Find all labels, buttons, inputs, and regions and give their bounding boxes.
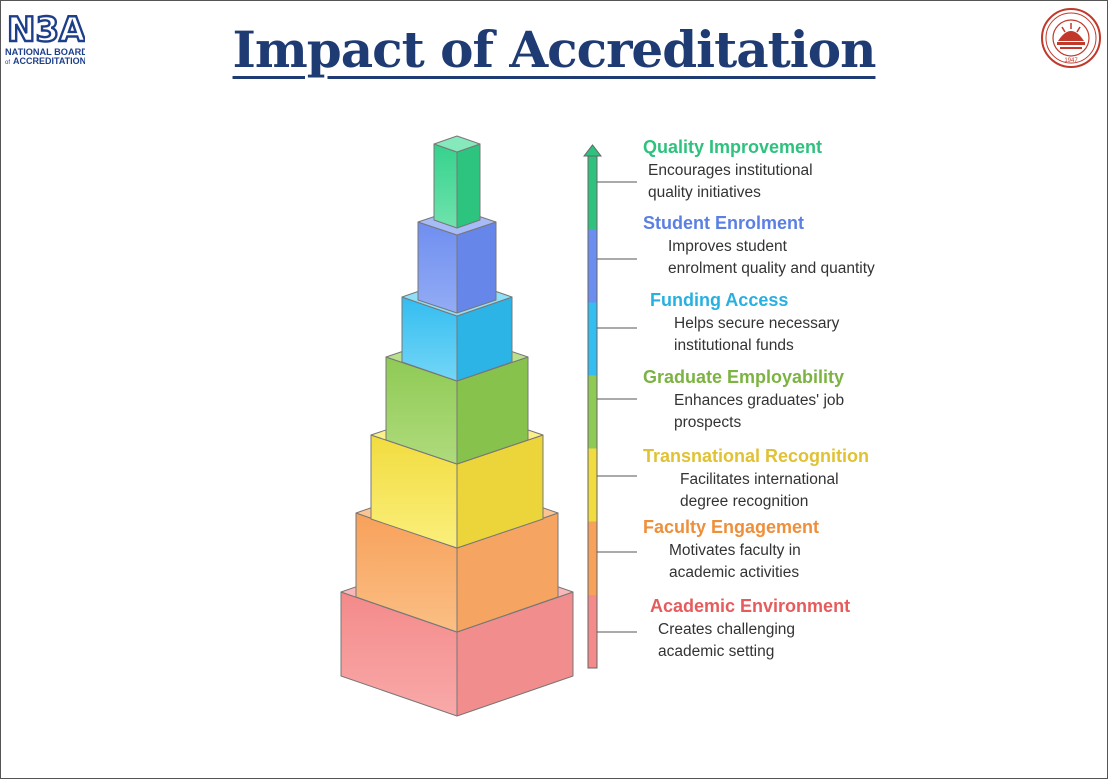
institution-seal-logo: 1947 (1041, 8, 1101, 68)
level-description-line-2: prospects (674, 414, 742, 431)
level-title: Graduate Employability (643, 367, 845, 387)
level-description: Creates challenging academic setting (650, 619, 850, 663)
level-description-line-2: degree recognition (680, 493, 809, 510)
nba-logo-line1: NATIONAL BOARD (5, 47, 85, 57)
level-title: Faculty Engagement (643, 517, 820, 537)
level-description-line-1: Helps secure necessary (674, 315, 840, 332)
level-item-graduate-employability: Graduate Employability Enhances graduate… (643, 367, 844, 434)
level-title: Student Enrolment (643, 213, 804, 233)
level-description: Helps secure necessary institutional fun… (650, 313, 839, 357)
connector-lines (597, 181, 637, 633)
level-description: Improves student enrolment quality and q… (643, 236, 875, 280)
seal-year: 1947 (1064, 58, 1078, 64)
level-item-funding-access: Funding Access Helps secure necessary in… (650, 290, 839, 357)
nba-logo: N3A NATIONAL BOARD of ACCREDITATION (3, 5, 85, 67)
level-description: Enhances graduates' job prospects (643, 390, 844, 434)
level-description-line-2: academic setting (658, 643, 775, 660)
level-item-student-enrolment: Student Enrolment Improves student enrol… (643, 213, 875, 280)
level-title: Transnational Recognition (643, 446, 870, 466)
level-description-line-1: Enhances graduates' job (674, 392, 845, 409)
level-description: Motivates faculty in academic activities (643, 540, 819, 584)
level-description-line-2: institutional funds (674, 337, 794, 354)
arrow-up-icon (582, 144, 603, 157)
level-title: Academic Environment (650, 596, 851, 616)
nba-logo-of: of (5, 60, 10, 66)
slide-title: Impact of Accreditation (0, 20, 1108, 79)
level-description: Facilitates international degree recogni… (643, 469, 869, 513)
level-description-line-2: quality initiatives (648, 184, 761, 201)
level-title: Quality Improvement (643, 137, 823, 157)
level-item-faculty-engagement: Faculty Engagement Motivates faculty in … (643, 517, 819, 584)
slide-title-text: Impact of Accreditation (232, 20, 877, 79)
level-item-transnational-recognition: Transnational Recognition Facilitates in… (643, 446, 869, 513)
level-description-line-2: academic activities (669, 564, 800, 581)
level-item-quality-improvement: Quality Improvement Encourages instituti… (643, 137, 822, 204)
nba-logo-line2: ACCREDITATION (13, 56, 85, 66)
nba-logo-mark: N3A (7, 10, 85, 50)
level-description-line-2: enrolment quality and quantity (668, 260, 875, 277)
level-description: Encourages institutional quality initiat… (643, 160, 822, 204)
level-description-line-1: Creates challenging (658, 621, 796, 638)
pyramid-block-quality-improvement (433, 135, 481, 229)
level-description-line-1: Improves student (668, 238, 787, 255)
level-item-academic-environment: Academic Environment Creates challenging… (650, 596, 850, 663)
level-title: Funding Access (650, 290, 789, 310)
axis-bar (587, 155, 598, 669)
level-description-line-1: Motivates faculty in (669, 542, 801, 559)
level-description-line-1: Encourages institutional (648, 162, 813, 179)
level-description-line-1: Facilitates international (680, 471, 839, 488)
